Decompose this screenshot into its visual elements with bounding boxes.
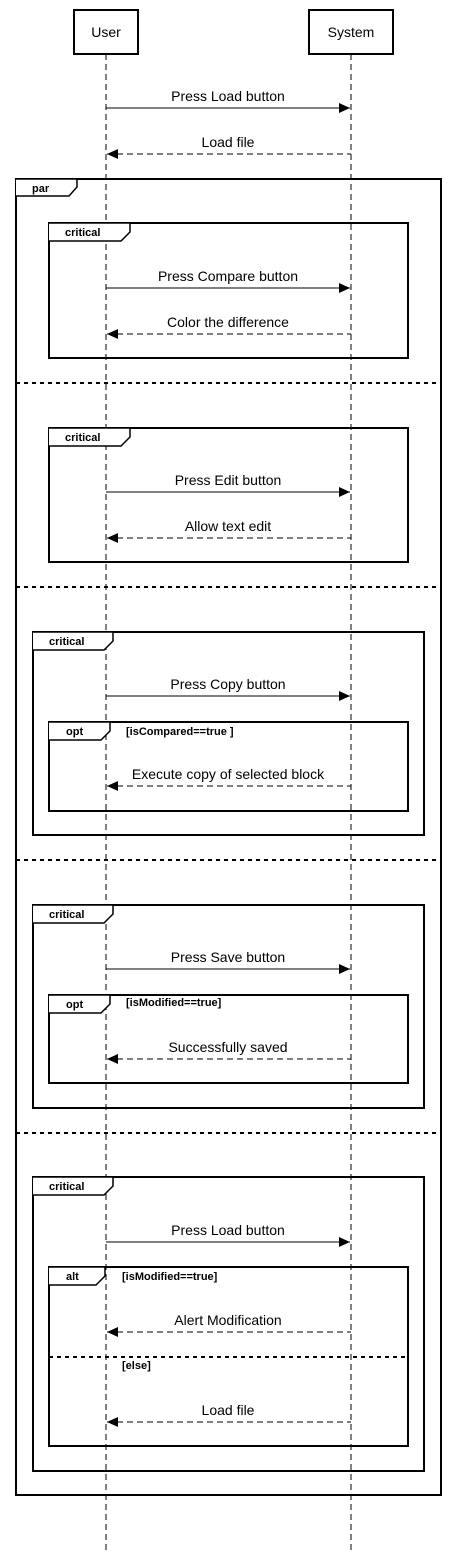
message-press-copy: Press Copy button [106, 676, 350, 701]
fragment-label-critical: critical [49, 636, 84, 648]
message-label: Load file [202, 134, 255, 150]
message-color-difference: Color the difference [107, 314, 351, 339]
message-load-file-2: Load file [107, 1402, 351, 1427]
guard-is-modified-save: [isModified==true] [126, 997, 222, 1009]
guard-else: [else] [122, 1360, 151, 1372]
fragment-label-opt: opt [66, 999, 83, 1011]
message-label: Alert Modification [174, 1312, 281, 1328]
message-label: Load file [202, 1402, 255, 1418]
opt-fragment-copy: opt [isCompared==true ] [48, 721, 409, 812]
fragment-label-critical: critical [65, 227, 100, 239]
message-label: Allow text edit [185, 518, 271, 534]
actor-user: User [73, 9, 139, 55]
actor-user-label: User [91, 24, 121, 40]
actor-system: System [308, 9, 394, 55]
message-label: Color the difference [167, 314, 289, 330]
message-press-edit: Press Edit button [106, 472, 350, 497]
message-press-save: Press Save button [106, 949, 350, 974]
fragment-label-opt: opt [66, 726, 83, 738]
fragment-label-critical: critical [49, 1181, 84, 1193]
message-label: Successfully saved [168, 1039, 287, 1055]
critical-fragment-load: critical [32, 1176, 425, 1472]
fragment-label-alt: alt [66, 1271, 79, 1283]
fragment-label-par: par [32, 183, 50, 195]
message-press-load-2: Press Load button [106, 1222, 350, 1247]
par-fragment: par [15, 178, 442, 1496]
actor-system-label: System [328, 24, 375, 40]
message-label: Execute copy of selected block [132, 766, 325, 782]
message-alert-modification: Alert Modification [107, 1312, 351, 1337]
message-label: Press Load button [171, 88, 285, 104]
message-label: Press Edit button [175, 472, 282, 488]
message-press-load-1: Press Load button [106, 88, 350, 113]
critical-fragment-edit: critical [48, 427, 409, 563]
fragment-label-critical: critical [65, 432, 100, 444]
critical-fragment-copy: critical [32, 631, 425, 836]
message-press-compare: Press Compare button [106, 268, 350, 293]
message-load-file-1: Load file [107, 134, 351, 159]
message-label: Press Save button [171, 949, 285, 965]
message-label: Press Copy button [170, 676, 285, 692]
critical-fragment-compare: critical [48, 222, 409, 359]
message-execute-copy: Execute copy of selected block [107, 766, 351, 791]
message-successfully-saved: Successfully saved [107, 1039, 351, 1064]
message-allow-text-edit: Allow text edit [107, 518, 351, 543]
guard-is-compared: [isCompared==true ] [126, 726, 234, 738]
alt-fragment-load: alt [isModified==true] [else] [48, 1266, 409, 1447]
critical-fragment-save: critical [32, 904, 425, 1109]
guard-is-modified-load: [isModified==true] [122, 1271, 218, 1283]
message-label: Press Load button [171, 1222, 285, 1238]
message-label: Press Compare button [158, 268, 298, 284]
opt-fragment-save: opt [isModified==true] [48, 994, 409, 1084]
fragment-label-critical: critical [49, 909, 84, 921]
